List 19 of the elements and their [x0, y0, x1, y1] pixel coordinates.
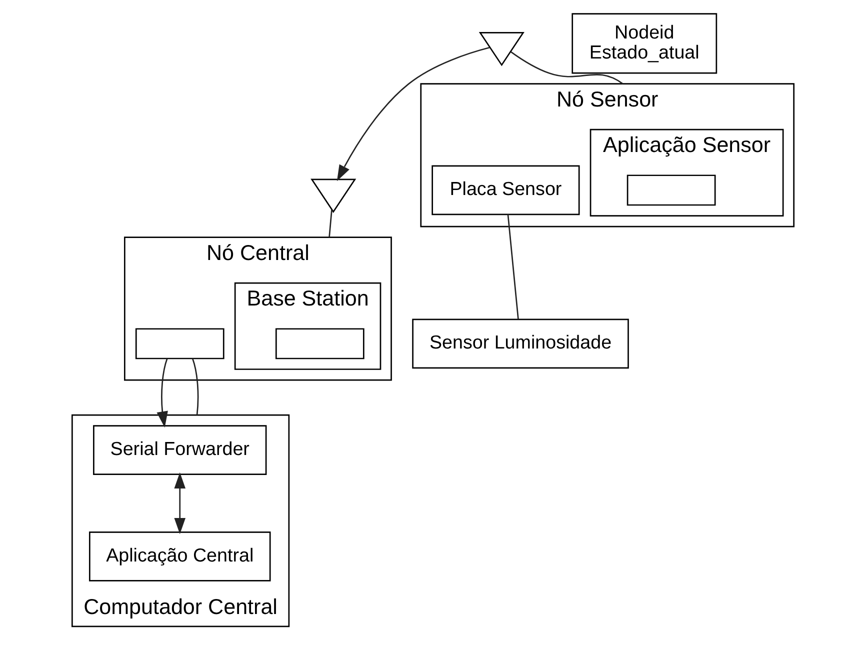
node-box: Aplicação Central: [88, 532, 271, 582]
arrow: [156, 358, 168, 428]
node-antenna: [478, 32, 524, 66]
node-box: [275, 328, 364, 360]
arrow: [174, 472, 186, 534]
node-antenna: [310, 178, 356, 213]
arrow: [336, 46, 490, 182]
node-box: Nodeid Estado_atual: [572, 13, 718, 74]
cluster: Aplicação Sensor: [590, 128, 784, 216]
node-box: Sensor Luminosidade: [412, 318, 629, 369]
node-box: Placa Sensor: [432, 165, 580, 216]
node-box: [626, 174, 716, 206]
cluster: Base Station: [234, 282, 382, 370]
connector: [510, 51, 624, 84]
connector: [507, 214, 519, 320]
node-box: Serial Forwarder: [93, 425, 267, 475]
connector: [192, 358, 199, 416]
node-box: [135, 328, 224, 360]
connector: [328, 209, 332, 238]
